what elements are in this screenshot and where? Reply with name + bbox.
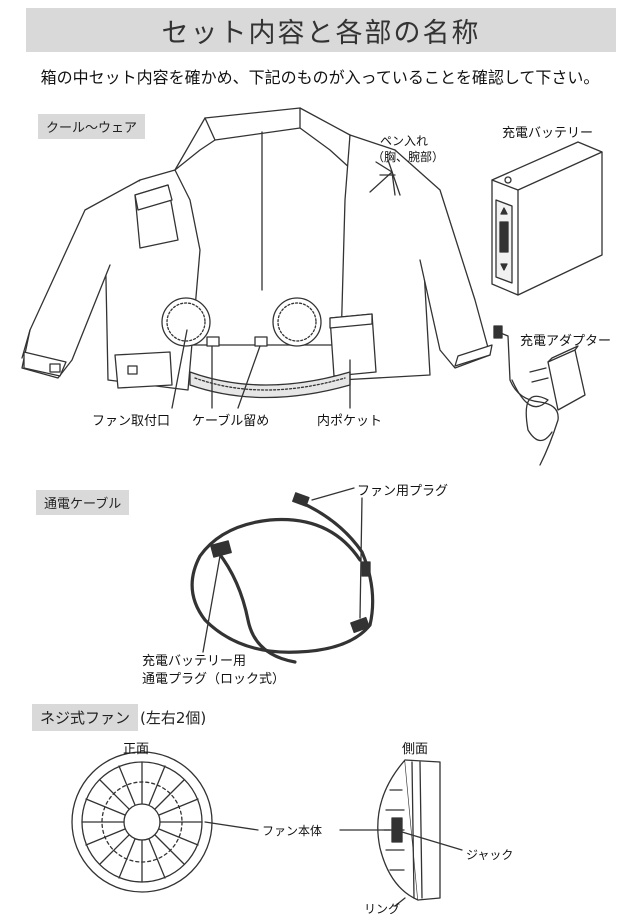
label-fan-side: 側面: [402, 742, 429, 757]
cable-illustration: [192, 493, 373, 662]
label-fan-body: ファン本体: [262, 824, 323, 838]
fan-side-illustration: [340, 760, 462, 906]
jacket-illustration: [22, 108, 492, 398]
jacket-leader-lines: [172, 162, 395, 408]
adapter-illustration: [494, 326, 585, 465]
label-fan-mount: ファン取付口: [92, 414, 171, 429]
section-label-fan: ネジ式ファン: [32, 704, 139, 731]
page-title: セット内容と各部の名称: [161, 17, 481, 49]
section-label-fan-group: ネジ式ファン (左右2個): [32, 704, 206, 731]
page-title-bar: セット内容と各部の名称: [26, 8, 616, 52]
fan-front-illustration: [72, 752, 258, 892]
label-adapter: 充電アダプター: [520, 334, 612, 349]
label-cable-clip: ケーブル留め: [192, 414, 270, 429]
label-pen-pocket: ペン入れ: [380, 134, 429, 148]
label-pen-pocket-location: （胸、腕部）: [372, 150, 445, 164]
label-ring: リング: [364, 902, 401, 916]
label-fan-front: 正面: [123, 742, 150, 757]
section-label-wear: クール〜ウェア: [38, 114, 146, 139]
battery-illustration: [492, 142, 602, 295]
section-label-cable: 通電ケーブル: [36, 490, 130, 515]
label-battery-plug-line2: 通電プラグ（ロック式）: [142, 672, 286, 687]
cable-leader-lines: [203, 488, 362, 652]
label-battery-plug-line1: 充電バッテリー用: [142, 654, 247, 669]
label-battery: 充電バッテリー: [502, 126, 594, 141]
label-fan-plug: ファン用プラグ: [357, 484, 449, 499]
label-jack: ジャック: [466, 848, 514, 862]
label-inner-pocket: 内ポケット: [317, 414, 383, 429]
section-label-fan-count: (左右2個): [140, 709, 207, 727]
intro-text: 箱の中セット内容を確かめ、下記のものが入っていることを確認して下さい。: [40, 68, 600, 87]
